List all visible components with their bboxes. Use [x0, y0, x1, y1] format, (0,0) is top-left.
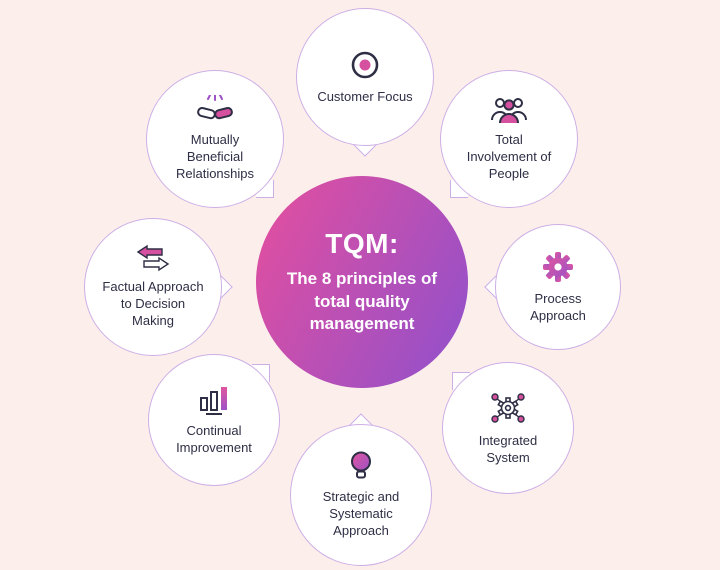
- node-label: Total Involvement of People: [466, 132, 552, 181]
- bar-chart-icon: [198, 384, 230, 416]
- node-mutual-relationships: Mutually Beneficial Relationships: [146, 70, 284, 208]
- node-continual-improvement: Continual Improvement: [148, 354, 280, 486]
- arrows-icon: [136, 244, 170, 272]
- node-total-involvement: Total Involvement of People: [440, 70, 578, 208]
- node-process-approach: Process Approach: [484, 224, 621, 350]
- node-label: Strategic and Systematic Approach: [322, 489, 400, 538]
- node-label: Process Approach: [530, 290, 586, 323]
- node-integrated-system: Integrated System: [442, 362, 574, 494]
- people-icon: [489, 95, 529, 125]
- node-customer-focus: Customer Focus: [296, 8, 434, 157]
- diagram-title: TQM:: [325, 227, 399, 259]
- gear-icon: [541, 250, 575, 284]
- handshake-icon: [195, 95, 235, 125]
- node-label: Mutually Beneficial Relationships: [175, 132, 255, 181]
- node-label: Factual Approach to Decision Making: [102, 279, 204, 328]
- lightbulb-icon: [348, 450, 374, 482]
- diagram-subtitle: The 8 principles of total quality manage…: [286, 268, 438, 334]
- node-label: Integrated System: [478, 432, 538, 465]
- network-gear-icon: [488, 390, 528, 426]
- target-icon: [348, 48, 382, 82]
- center-circle: TQM: The 8 principles of total quality m…: [256, 176, 468, 388]
- node-strategic-approach: Strategic and Systematic Approach: [290, 413, 432, 566]
- node-factual-approach: Factual Approach to Decision Making: [84, 218, 233, 356]
- node-label: Continual Improvement: [176, 422, 252, 455]
- node-label: Customer Focus: [317, 89, 413, 105]
